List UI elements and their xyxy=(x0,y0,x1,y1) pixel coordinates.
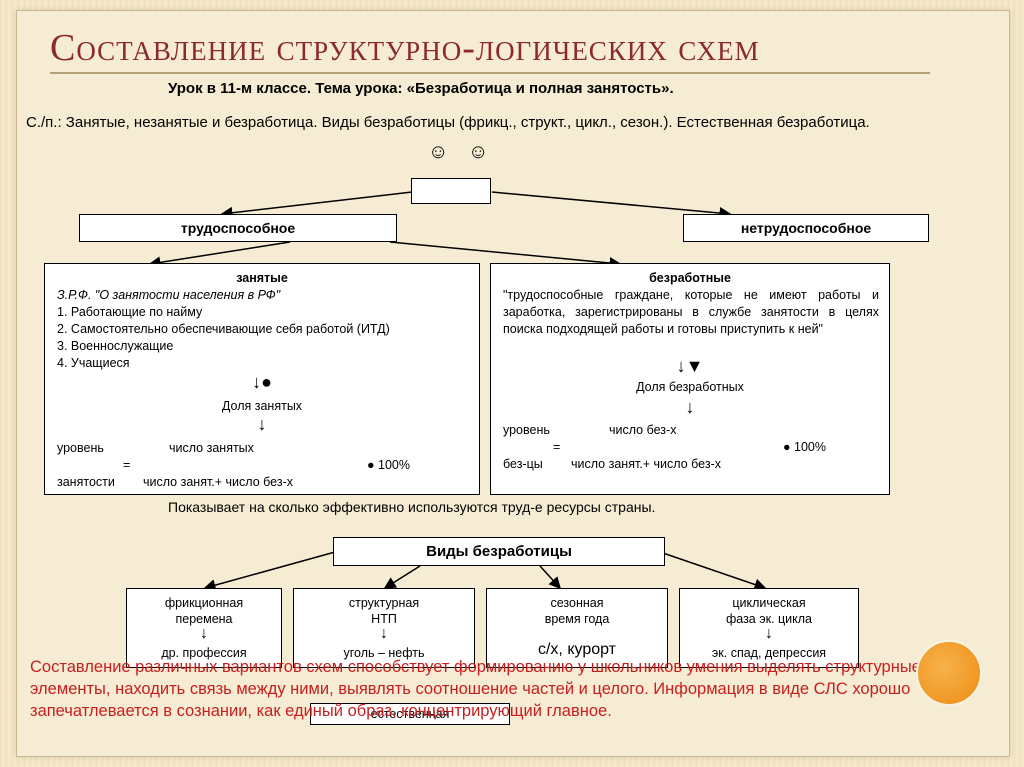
arrow-to-frictional xyxy=(203,551,336,591)
percent-factor: ● 100% xyxy=(783,440,826,454)
slide-title: Составление структурно-логических схем xyxy=(50,27,760,69)
down-arrow-icon: ↓ xyxy=(380,625,388,642)
type-example: с/х, курорт xyxy=(537,641,616,658)
unable-bodied-box: нетрудоспособное xyxy=(683,214,929,242)
down-arrow-icon: ↓● xyxy=(252,372,272,392)
type-name: фрикционная xyxy=(164,596,244,610)
down-arrow-icon: ↓▼ xyxy=(676,356,704,376)
employed-item: 2. Самостоятельно обеспечивающие себя ра… xyxy=(57,322,390,336)
title-underline xyxy=(50,72,930,74)
arrow-to-unemployed xyxy=(389,241,622,269)
unemployed-share: Доля безработных xyxy=(636,380,744,394)
type-example: эк. спад, депрессия xyxy=(711,646,827,660)
employment-level-label: занятости xyxy=(57,475,115,489)
type-box-cyclical: циклическая фаза эк. цикла ↓ эк. спад, д… xyxy=(679,588,859,668)
employed-item: 4. Учащиеся xyxy=(57,356,130,370)
type-name: сезонная xyxy=(550,596,604,610)
unemployment-level-label: уровень xyxy=(503,423,550,437)
arrow-to-able xyxy=(220,191,413,219)
unemployed-title: безработные xyxy=(649,271,731,285)
efficiency-note: Показывает на сколько эффективно использ… xyxy=(168,499,656,515)
arrow-to-seasonal xyxy=(539,565,562,590)
employed-law: З.Р.Ф. "О занятости населения в РФ" xyxy=(57,288,281,302)
arrow-to-unable xyxy=(491,191,732,220)
unemployed-definition: "трудоспособные граждане, которые не име… xyxy=(503,288,879,336)
employed-share: Доля занятых xyxy=(221,399,303,413)
arrow-to-structural xyxy=(383,565,421,589)
employment-level-label: уровень xyxy=(57,441,104,455)
lesson-subtitle: Урок в 11-м классе. Тема урока: «Безрабо… xyxy=(168,80,674,97)
type-box-structural: структурная НТП ↓ уголь – нефть xyxy=(293,588,475,668)
unemployment-types-box: Виды безработицы xyxy=(333,537,665,566)
arrow-to-cyclical xyxy=(659,551,767,591)
person-icon: ☺ xyxy=(468,141,489,163)
type-box-frictional: фрикционная перемена ↓ др. профессия xyxy=(126,588,282,668)
decorative-circle-icon xyxy=(916,640,982,706)
employed-denominator: число занят.+ число без-х xyxy=(143,475,293,489)
lesson-topics: С./п.: Занятые, незанятые и безработица.… xyxy=(26,114,870,131)
percent-factor: ● 100% xyxy=(367,458,410,472)
type-name: циклическая xyxy=(732,596,806,610)
methodology-note: Составление различных вариантов схем спо… xyxy=(30,658,921,720)
able-bodied-box: трудоспособное xyxy=(79,214,397,242)
equals-sign: = xyxy=(123,458,131,472)
employed-title: занятые xyxy=(236,271,288,285)
population-box xyxy=(411,178,491,204)
employed-item: 1. Работающие по найму xyxy=(57,305,203,319)
natural-unemployment-box: естественная xyxy=(310,703,510,725)
employed-numerator: число занятых xyxy=(169,441,254,455)
arrow-to-employed xyxy=(148,241,291,269)
type-cause: время года xyxy=(544,612,610,626)
down-arrow-icon: ↓ xyxy=(257,414,267,434)
unemployment-level-label: без-цы xyxy=(503,457,543,471)
down-arrow-icon: ↓ xyxy=(765,625,773,642)
unemployed-numerator: число без-х xyxy=(609,423,677,437)
type-example: др. профессия xyxy=(161,646,247,660)
type-cause: НТП xyxy=(371,612,397,626)
type-example: уголь – нефть xyxy=(343,646,425,660)
person-icon: ☺ xyxy=(428,141,449,163)
employed-box: занятые З.Р.Ф. "О занятости населения в … xyxy=(44,263,480,495)
unemployed-denominator: число занят.+ число без-х xyxy=(571,457,721,471)
down-arrow-icon: ↓ xyxy=(200,625,208,642)
down-arrow-icon: ↓ xyxy=(685,397,695,417)
employed-item: 3. Военнослужащие xyxy=(57,339,174,353)
type-cause: фаза эк. цикла xyxy=(725,612,813,626)
type-box-seasonal: сезонная время года с/х, курорт xyxy=(486,588,668,668)
unemployed-box: безработные "трудоспособные граждане, ко… xyxy=(490,263,890,495)
type-cause: перемена xyxy=(175,612,233,626)
type-name: структурная xyxy=(348,596,420,610)
equals-sign: = xyxy=(553,440,561,454)
